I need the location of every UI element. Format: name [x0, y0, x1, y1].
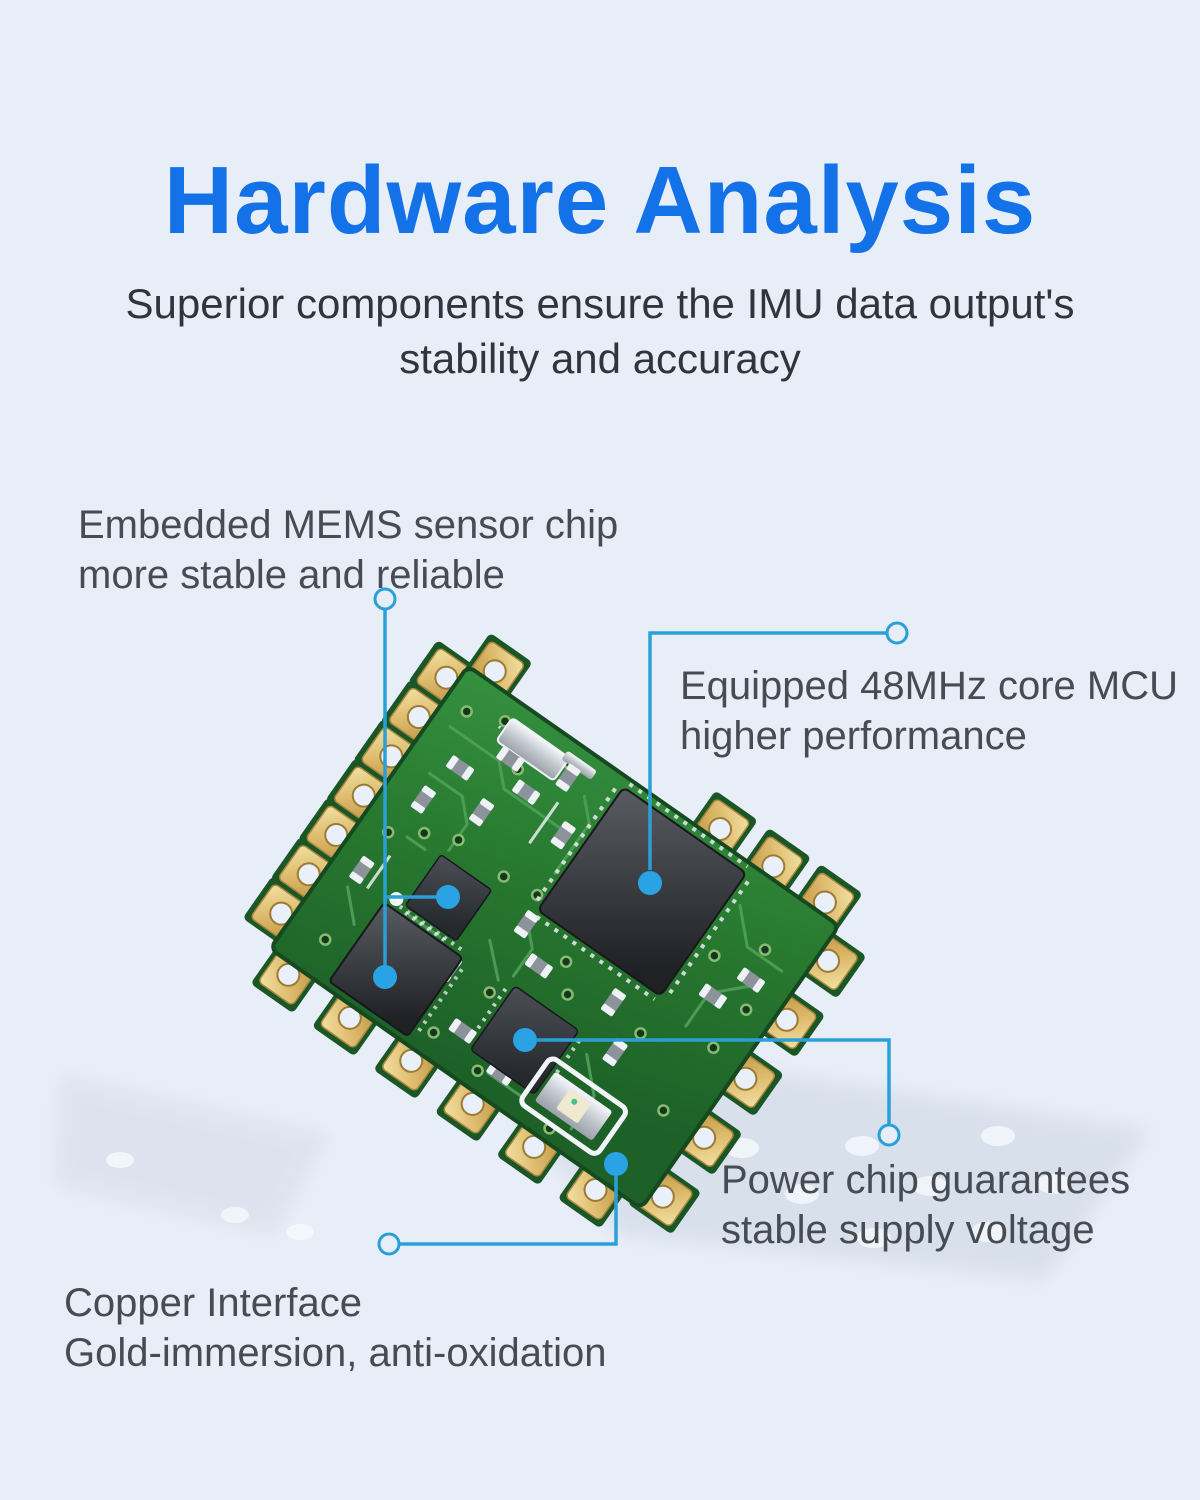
callout-label-mcu: Equipped 48MHz core MCU higher performan…	[680, 661, 1178, 761]
mems-label-line-2: more stable and reliable	[78, 553, 505, 597]
callout-label-power: Power chip guarantees stable supply volt…	[721, 1155, 1130, 1255]
callout-dots	[373, 871, 662, 1176]
callout-dot-mems-large	[373, 965, 397, 989]
mcu-label-line-2: higher performance	[680, 714, 1027, 758]
callout-dot-copper	[604, 1152, 628, 1176]
subtitle-line-1: Superior components ensure the IMU data …	[125, 280, 1075, 327]
page-subtitle: Superior components ensure the IMU data …	[0, 276, 1200, 387]
led-component	[519, 1056, 628, 1156]
subtitle-line-2: stability and accuracy	[399, 335, 801, 383]
page-title: Hardware Analysis	[163, 147, 1037, 254]
callout-dot-power	[513, 1028, 537, 1052]
silver-bar-component	[562, 751, 596, 779]
mcu-label-line-1: Equipped 48MHz core MCU	[680, 664, 1178, 708]
pcb-board	[241, 631, 868, 1236]
power-label-line-1: Power chip guarantees	[721, 1158, 1131, 1202]
copper-label-line-1: Copper Interface	[64, 1281, 362, 1325]
callout-anchor-circle-copper	[377, 1232, 401, 1256]
mems-label-line-1: Embedded MEMS sensor chip	[78, 503, 619, 547]
callout-label-mems: Embedded MEMS sensor chip more stable an…	[78, 500, 618, 600]
crystal-component	[496, 718, 570, 781]
callout-lines	[373, 587, 909, 1256]
callout-anchor-circle-mcu	[885, 621, 909, 645]
power-label-line-2: stable supply voltage	[721, 1208, 1095, 1252]
callout-dot-mcu	[638, 871, 662, 895]
callout-label-copper: Copper Interface Gold-immersion, anti-ox…	[64, 1278, 606, 1378]
callout-dot-mems-small	[436, 885, 460, 909]
callout-anchor-circle-power	[877, 1123, 901, 1147]
copper-label-line-2: Gold-immersion, anti-oxidation	[64, 1331, 607, 1375]
